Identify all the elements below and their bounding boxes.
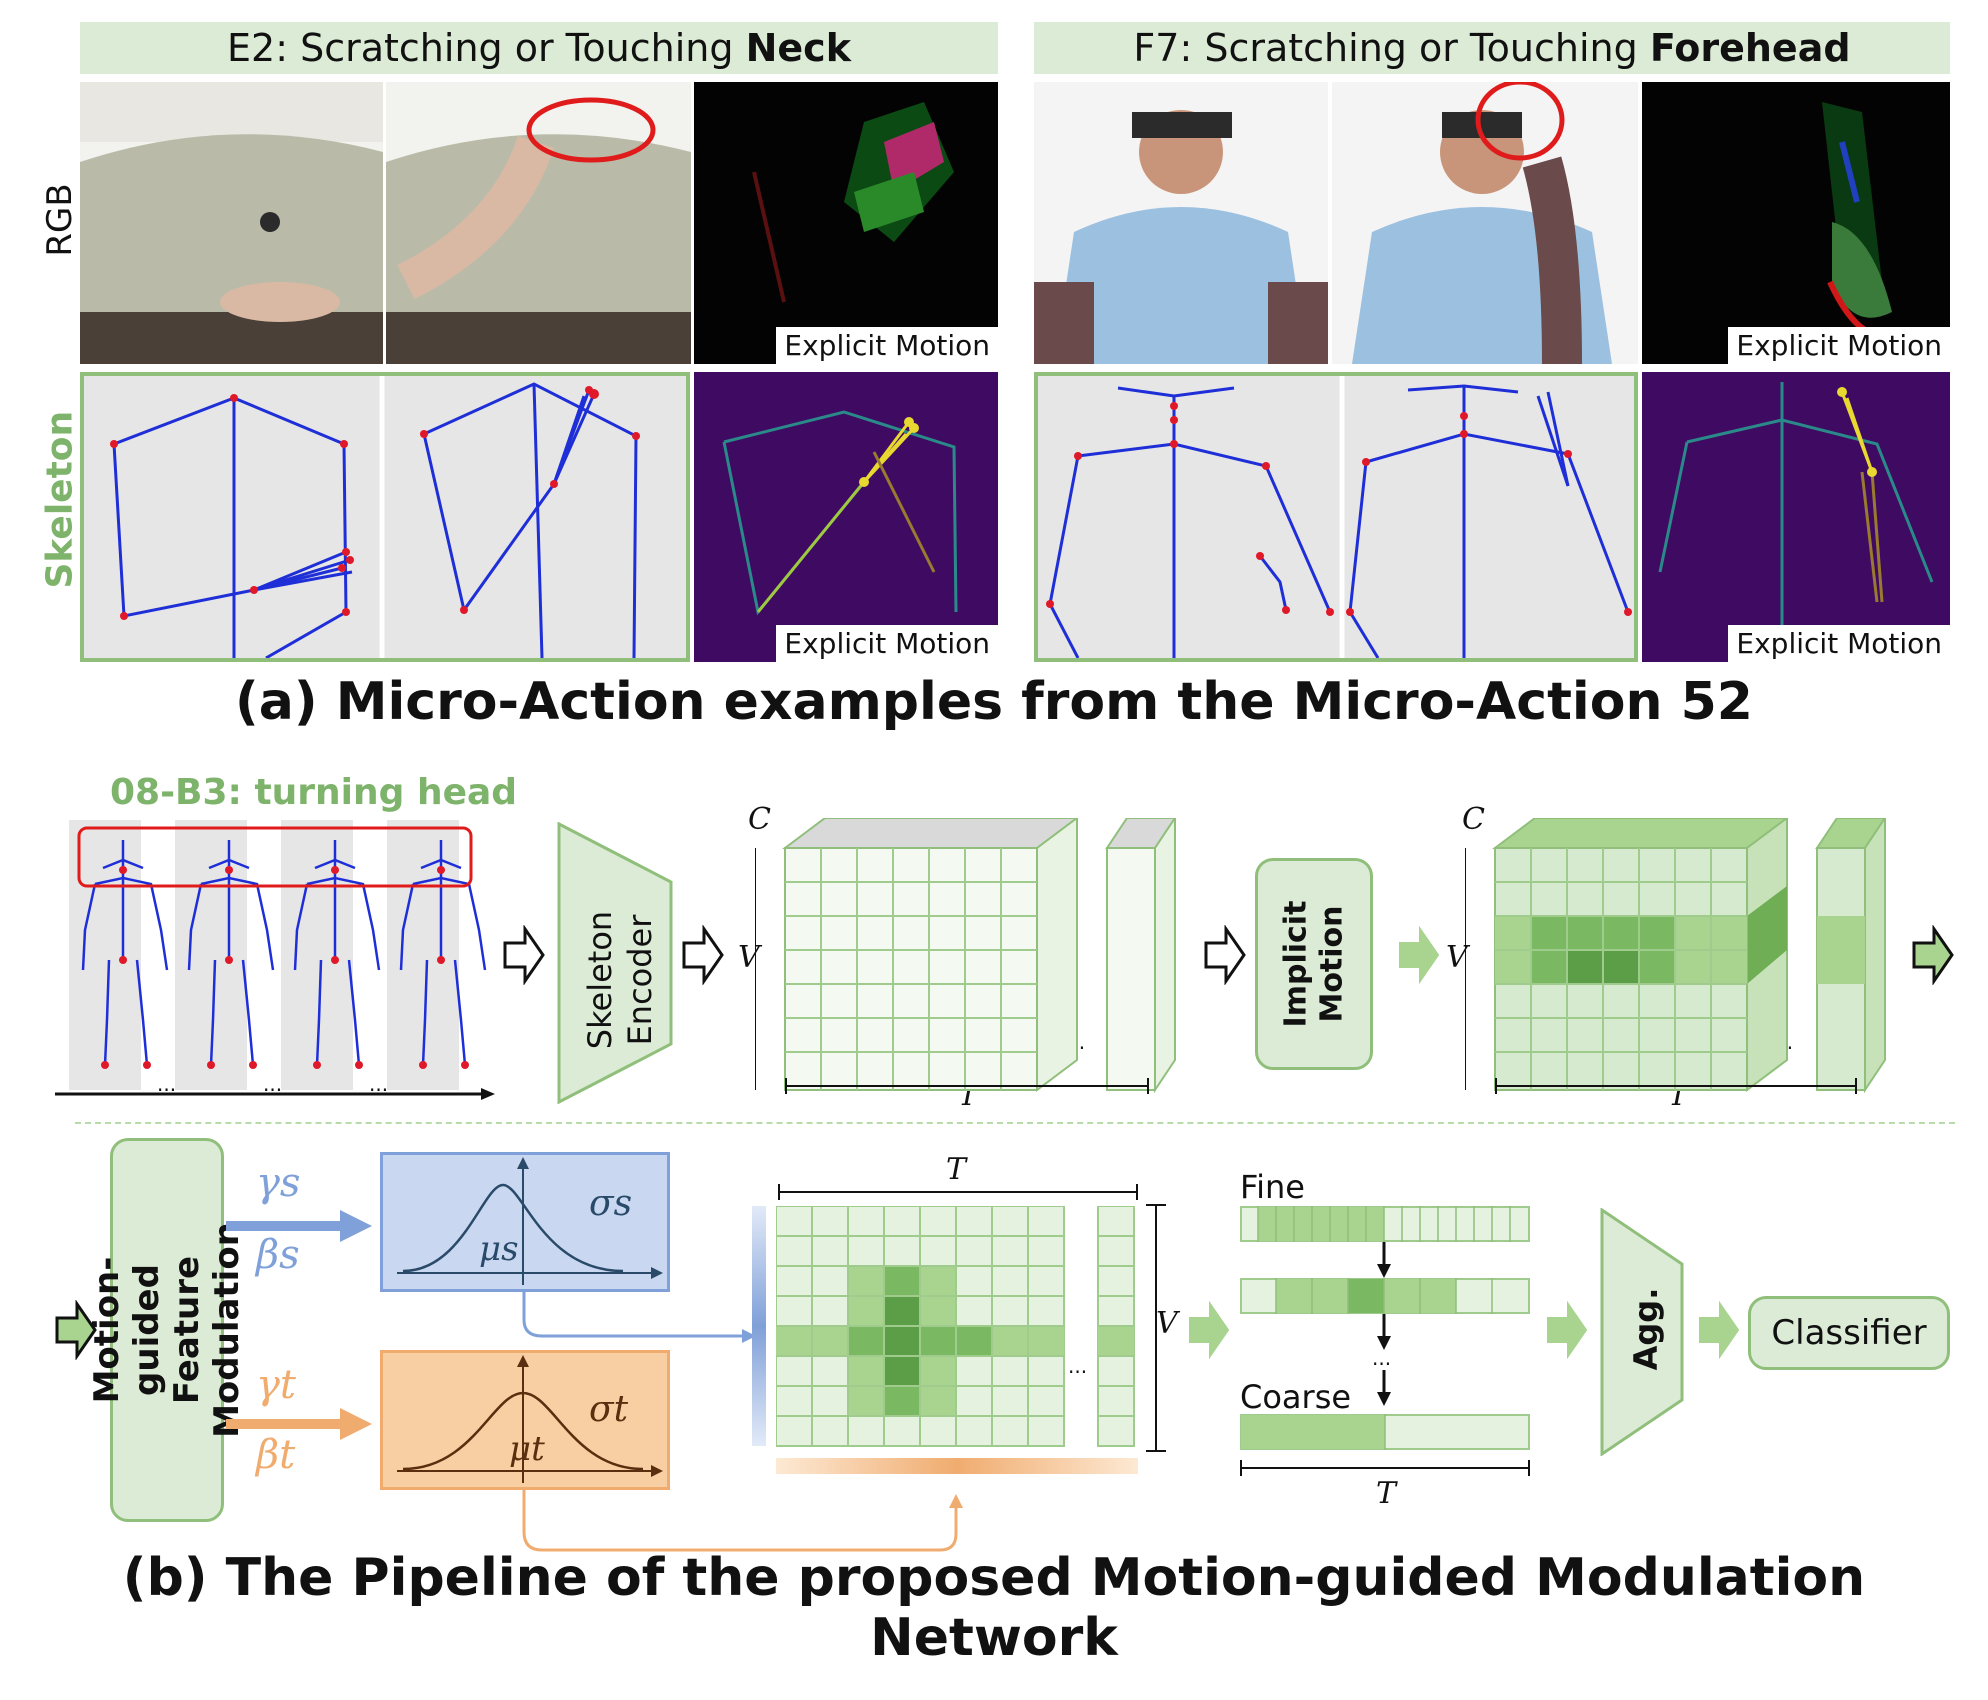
down-arrow-1: [1377, 1242, 1391, 1278]
mfm-box[interactable]: Motion-guided Feature Modulation: [87, 1138, 247, 1522]
rgb-frame-right-1: [1034, 82, 1328, 364]
coarse-bar: [1240, 1414, 1530, 1450]
arrow-hollow-3: [1204, 925, 1246, 985]
t-bracket-cube2: [1495, 1078, 1857, 1094]
arrow-green-2: [1912, 925, 1954, 985]
implicit-motion-label: Implicit Motion: [1278, 900, 1349, 1028]
arrow-green-3: [55, 1300, 97, 1360]
mu-s: μs: [479, 1229, 519, 1269]
explicit-motion-tag: Explicit Motion: [776, 327, 998, 364]
right-header-prefix: F7: Scratching or Touching: [1133, 26, 1650, 70]
axis-c-cube1: C: [748, 802, 771, 837]
gamma-t: γt: [256, 1362, 296, 1408]
aggregation-shape[interactable]: [1600, 1208, 1684, 1456]
ellipsis-2: ...: [263, 1072, 283, 1096]
connector-temporal: [522, 1488, 963, 1552]
arrow-green-6: [1699, 1300, 1740, 1360]
spatial-bar: [752, 1206, 766, 1446]
left-header-bold: Neck: [745, 26, 851, 70]
t-bracket-cube1: [785, 1078, 1149, 1094]
skeleton-frames-left: [80, 372, 690, 662]
explicit-motion-tag: Explicit Motion: [1728, 327, 1950, 364]
arrow-green-5: [1547, 1300, 1588, 1360]
skeleton-encoder-label: Skeleton Encoder: [581, 910, 659, 1050]
gamma-s: γs: [256, 1160, 301, 1206]
arrow-temporal: [226, 1408, 372, 1440]
classifier-label: Classifier: [1771, 1313, 1927, 1353]
section-divider: [75, 1122, 1955, 1124]
axis-t-scales: T: [1376, 1476, 1397, 1511]
t-bracket-grid: [778, 1184, 1138, 1200]
temporal-bar: [776, 1458, 1138, 1474]
implicit-motion-box[interactable]: Implicit Motion: [1255, 858, 1373, 1070]
rgb-frame-left-2: [386, 82, 691, 364]
agg-label: Agg.: [1627, 1287, 1665, 1371]
arrow-green-1: [1399, 925, 1440, 985]
down-arrow-3: [1377, 1370, 1391, 1406]
right-header-bold: Forehead: [1649, 26, 1851, 70]
feature-cube-1: [755, 818, 1177, 1094]
explicit-motion-tag: Explicit Motion: [776, 625, 998, 662]
feature-cube-2: [1465, 818, 1887, 1094]
arrow-hollow-2: [682, 925, 724, 985]
ellipsis-scales: ...: [1372, 1346, 1392, 1370]
v-bracket-grid: [1146, 1204, 1166, 1452]
left-header-prefix: E2: Scratching or Touching: [227, 26, 746, 70]
attention-grid: [776, 1206, 1135, 1447]
mu-t: μt: [509, 1429, 545, 1469]
classifier-box[interactable]: Classifier: [1748, 1296, 1950, 1370]
explicit-motion-rgb-left: Explicit Motion: [694, 82, 998, 364]
connector-spatial: [522, 1290, 756, 1343]
temporal-gaussian-box: σt μt: [380, 1350, 670, 1490]
skeleton-sequence: T ... ... ...: [55, 820, 495, 1100]
axis-v-cube2: V: [1446, 940, 1468, 975]
skeleton-frames-right: [1034, 372, 1638, 662]
skeleton-encoder-shape[interactable]: [557, 822, 673, 1104]
axis-t-grid: T: [946, 1152, 967, 1187]
ellipsis-3: ...: [369, 1072, 389, 1096]
rgb-frame-right-2: [1332, 82, 1638, 364]
ellipsis-1: ...: [157, 1072, 177, 1096]
fine-label: Fine: [1240, 1168, 1305, 1206]
row-label-rgb: RGB: [40, 183, 80, 257]
example-label: 08-B3: turning head: [110, 772, 518, 813]
coarse-label: Coarse: [1240, 1378, 1352, 1416]
explicit-motion-tag: Explicit Motion: [1728, 625, 1950, 662]
fine-bar: [1240, 1206, 1530, 1242]
left-header: E2: Scratching or Touching Neck: [80, 22, 998, 74]
axis-c-cube2: C: [1462, 802, 1485, 837]
mfm-label: Motion-guided Feature Modulation: [87, 1222, 248, 1438]
sigma-s: σs: [589, 1183, 633, 1224]
sigma-t: σt: [589, 1389, 629, 1430]
beta-t: βt: [256, 1432, 296, 1478]
caption-a: (a) Micro-Action examples from the Micro…: [235, 672, 1753, 732]
mid-bar: [1240, 1278, 1530, 1314]
axis-v-grid: V: [1156, 1306, 1178, 1341]
arrow-hollow-1: [503, 925, 545, 985]
right-header: F7: Scratching or Touching Forehead: [1034, 22, 1950, 74]
explicit-motion-skeleton-right: Explicit Motion: [1642, 372, 1950, 662]
explicit-motion-skeleton-left: Explicit Motion: [694, 372, 998, 662]
rgb-frame-left-1: [80, 82, 383, 364]
caption-b: (b) The Pipeline of the proposed Motion-…: [122, 1548, 1866, 1668]
arrow-green-4: [1189, 1300, 1230, 1360]
explicit-motion-rgb-right: Explicit Motion: [1642, 82, 1950, 364]
t-bracket-scales: [1240, 1460, 1530, 1476]
arrow-spatial: [226, 1210, 372, 1242]
spatial-gaussian-box: σs μs: [380, 1152, 670, 1292]
beta-s: βs: [256, 1232, 300, 1278]
ellipsis-grid: ...: [1068, 1354, 1088, 1378]
row-label-skeleton: Skeleton: [39, 410, 81, 589]
down-arrow-2: [1377, 1314, 1391, 1350]
